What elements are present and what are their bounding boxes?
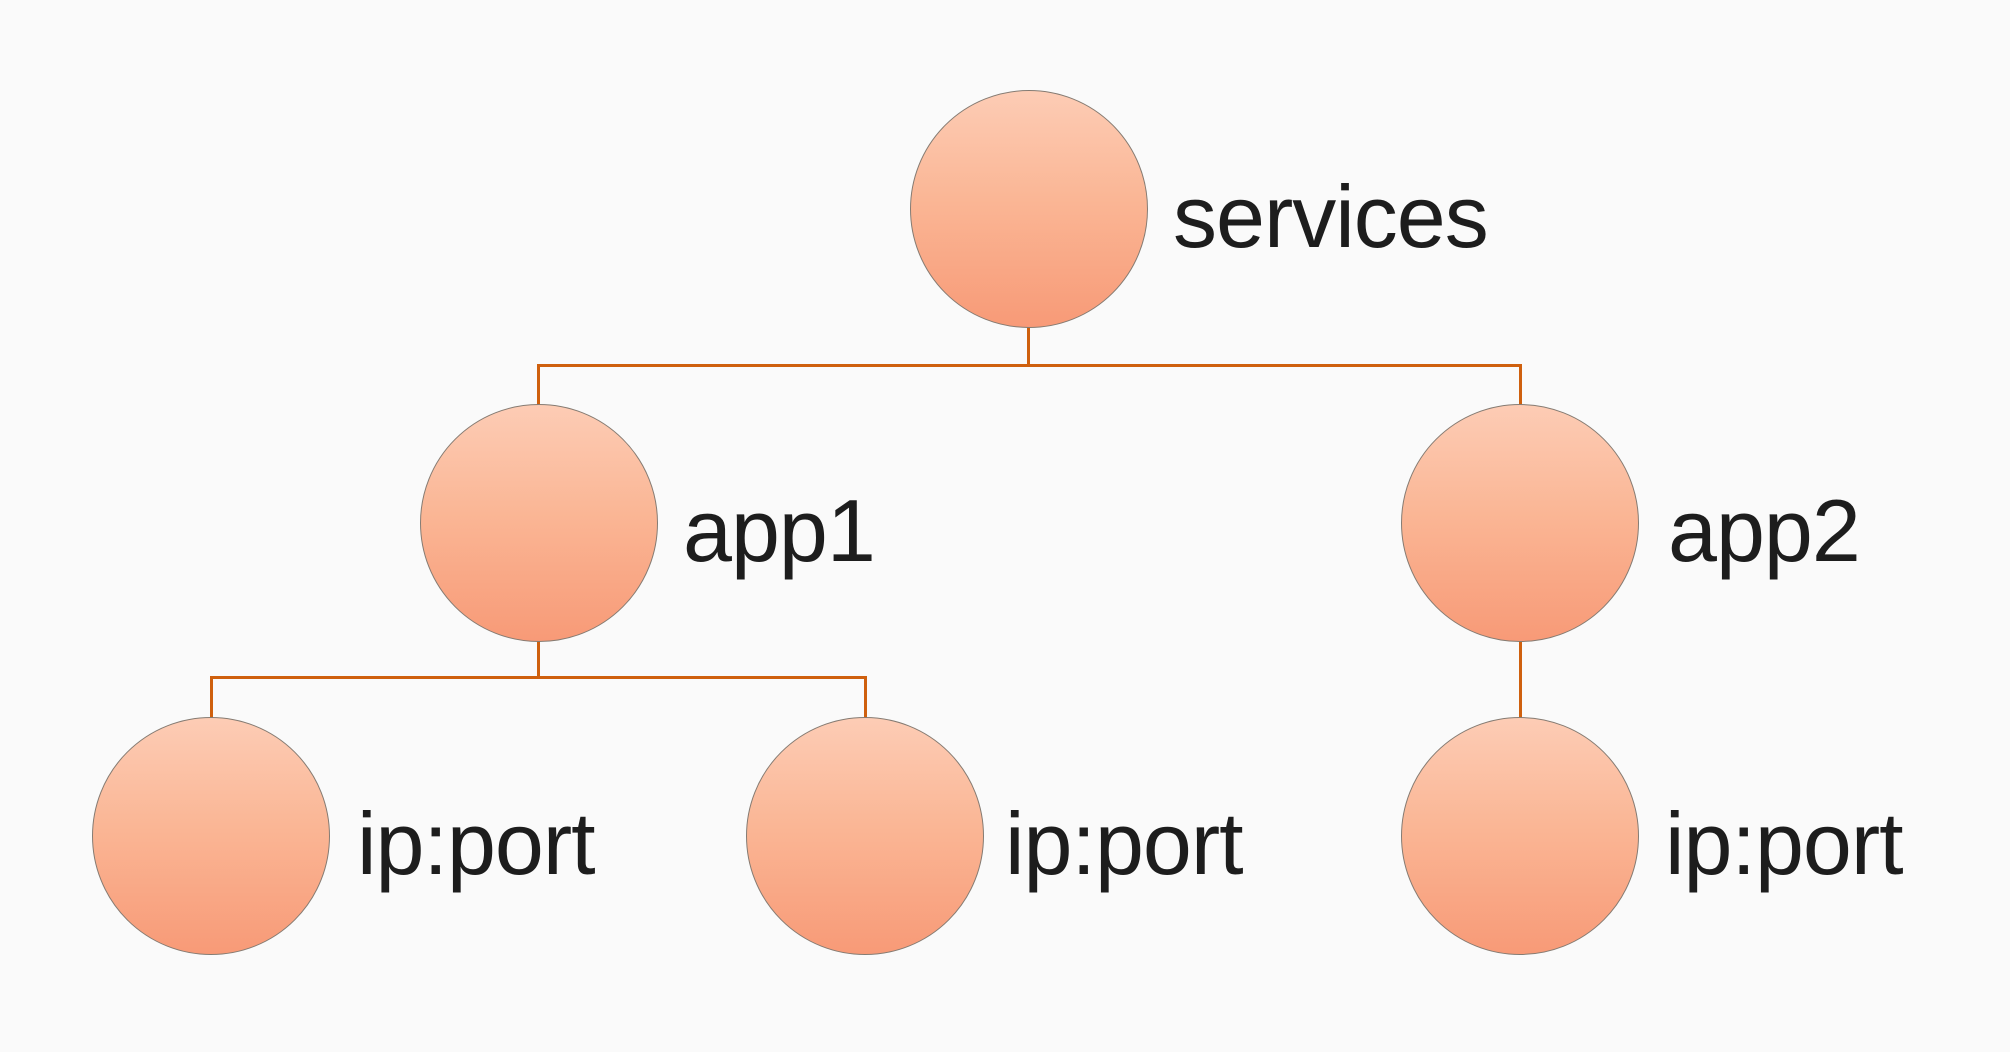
edge-services-stem [1027, 327, 1030, 367]
node-circle-app1 [420, 404, 658, 642]
node-label-app1: app1 [683, 481, 876, 580]
edge-app2-to-ip3 [1519, 641, 1522, 719]
node-circle-app2 [1401, 404, 1639, 642]
edge-drop-to-app1 [537, 364, 540, 406]
edge-app1-stem [537, 641, 540, 679]
edge-level2-horizontal [210, 676, 867, 679]
node-label-app2: app2 [1668, 481, 1861, 580]
edge-drop-to-app2 [1519, 364, 1522, 406]
node-label-ip3: ip:port [1665, 794, 1904, 893]
node-label-ip1: ip:port [357, 794, 596, 893]
node-circle-services [910, 90, 1148, 328]
node-circle-ip1 [92, 717, 330, 955]
edge-drop-to-ip2 [864, 676, 867, 719]
node-label-services: services [1173, 167, 1489, 266]
node-label-ip2: ip:port [1005, 794, 1244, 893]
node-circle-ip2 [746, 717, 984, 955]
edge-drop-to-ip1 [210, 676, 213, 719]
edge-level1-horizontal [537, 364, 1522, 367]
node-circle-ip3 [1401, 717, 1639, 955]
